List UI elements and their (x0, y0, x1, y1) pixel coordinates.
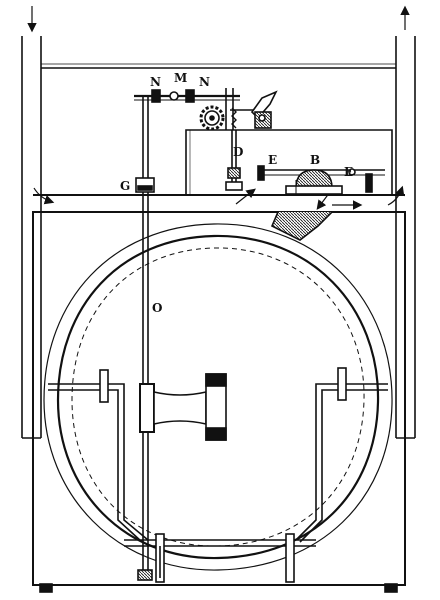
label-d: D (233, 145, 243, 159)
bottom-bar (124, 533, 316, 583)
label-e-left: E (268, 153, 277, 167)
gear-wheel (199, 105, 225, 131)
label-g: G (120, 179, 130, 193)
lever-mechanism (134, 88, 240, 130)
top-flow-arrows (27, 5, 410, 33)
left-crank (48, 369, 149, 543)
float-b (285, 169, 343, 195)
label-m: M (174, 71, 187, 85)
label-n-left: N (150, 75, 161, 89)
central-hub (139, 373, 227, 441)
horizontal-channel (33, 185, 405, 213)
label-n-right: N (199, 75, 210, 89)
discharge-spout (270, 191, 333, 241)
ratchet-pawl (250, 90, 278, 129)
label-b: B (310, 153, 320, 167)
spindle-d (225, 130, 243, 191)
outer-casing (21, 36, 416, 439)
rod-o (135, 96, 155, 580)
valve-chamber (185, 129, 393, 195)
label-o: O (152, 301, 162, 315)
label-e-right: E (344, 165, 353, 179)
right-crank (295, 367, 388, 543)
